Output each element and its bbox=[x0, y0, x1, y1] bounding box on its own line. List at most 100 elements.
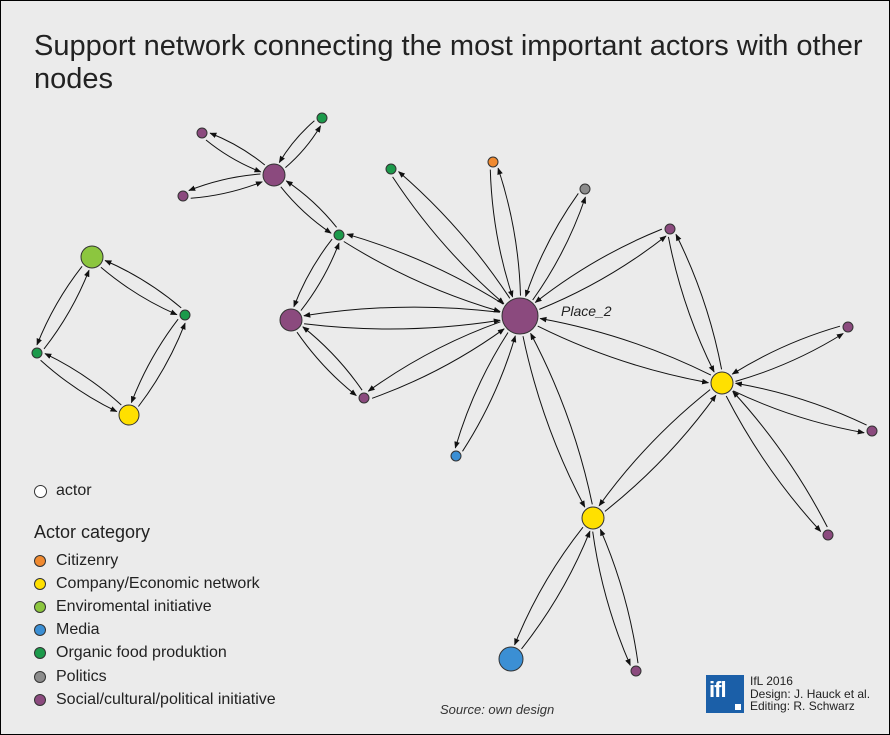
edge-media1-to-place2 bbox=[462, 335, 517, 452]
node-media1 bbox=[450, 450, 462, 462]
edge-compR-to-place2 bbox=[539, 316, 712, 376]
legend-item-media: Media bbox=[34, 619, 276, 642]
edge-hubA-to-org3 bbox=[285, 125, 322, 168]
node-hubA bbox=[262, 163, 286, 187]
legend-item-label: Organic food produktion bbox=[56, 644, 227, 662]
legend-item-label: Citizenry bbox=[56, 551, 119, 569]
citizenry-dot-icon bbox=[34, 554, 46, 567]
edge-s7-to-compB bbox=[599, 528, 639, 664]
edge-place2-to-org4 bbox=[346, 233, 504, 305]
legend-item-label: Social/cultural/political initiative bbox=[56, 690, 276, 708]
legend-category-list: Citizenry Company/Economic network Envir… bbox=[34, 549, 276, 711]
node-comp1 bbox=[118, 404, 140, 426]
edge-compR-to-s6 bbox=[725, 395, 822, 533]
legend-category-title: Actor category bbox=[34, 522, 151, 542]
edge-org4-to-sLeft bbox=[293, 238, 333, 308]
place-2-label: Place_2 bbox=[561, 303, 612, 319]
edge-sBottom-to-sLeft bbox=[302, 326, 363, 391]
edge-s6-to-compR bbox=[732, 390, 828, 528]
logo-text: ifl bbox=[709, 677, 727, 702]
edge-org4-to-place2 bbox=[343, 241, 501, 313]
edge-comp1-to-org2 bbox=[138, 322, 186, 407]
legend-item-organic: Organic food produktion bbox=[34, 642, 276, 665]
edge-s3-to-compR bbox=[667, 236, 715, 373]
node-s3 bbox=[664, 223, 676, 235]
credits-line-1: IfL 2016 bbox=[750, 674, 793, 688]
credits-line-3: Editing: R. Schwarz bbox=[750, 699, 855, 713]
edge-s4-to-compR bbox=[731, 325, 841, 375]
legend-item-label: Company/Economic network bbox=[56, 574, 260, 592]
edge-media2-to-compB bbox=[521, 530, 591, 650]
edge-compR-to-compB bbox=[598, 389, 711, 507]
node-s4 bbox=[842, 321, 854, 333]
credits: IfL 2016 Design: J. Hauck et al. Editing… bbox=[750, 675, 870, 713]
edge-hubA-to-org4 bbox=[280, 186, 332, 234]
edge-sBottom-to-place2 bbox=[371, 328, 505, 399]
node-env1 bbox=[80, 245, 104, 269]
environmental-dot-icon bbox=[34, 600, 46, 613]
legend-item-label: Enviromental initiative bbox=[56, 597, 212, 615]
edge-org2-to-comp1 bbox=[130, 318, 179, 404]
edge-hubA-to-s1 bbox=[209, 132, 266, 166]
node-pol1 bbox=[579, 183, 591, 195]
edge-place2-to-compB bbox=[522, 336, 586, 508]
ifl-logo: ifl bbox=[706, 675, 744, 713]
legend-item-citizenry: Citizenry bbox=[34, 549, 276, 572]
edge-sLeft-to-place2 bbox=[304, 318, 501, 330]
edge-org5-to-place2 bbox=[392, 176, 505, 305]
node-s5 bbox=[866, 425, 878, 437]
legend-item-company: Company/Economic network bbox=[34, 572, 276, 595]
edge-s3-to-place2 bbox=[534, 228, 663, 303]
node-s2 bbox=[177, 190, 189, 202]
legend-actor-row: actor bbox=[34, 480, 276, 502]
node-compR bbox=[710, 371, 734, 395]
node-media2 bbox=[498, 646, 524, 672]
figure-title: Support network connecting the most impo… bbox=[34, 30, 863, 95]
edge-org3-to-hubA bbox=[278, 120, 315, 164]
legend-actor-label: actor bbox=[56, 482, 92, 499]
edge-place2-to-cit1 bbox=[497, 167, 521, 296]
edge-comp1-to-org1 bbox=[44, 353, 122, 406]
company-dot-icon bbox=[34, 577, 46, 590]
politics-dot-icon bbox=[34, 670, 46, 683]
edge-pol1-to-place2 bbox=[524, 193, 579, 298]
edge-place2-to-s3 bbox=[539, 235, 667, 310]
node-s6 bbox=[822, 529, 834, 541]
edge-org1-to-comp1 bbox=[40, 359, 118, 413]
node-s1 bbox=[196, 127, 208, 139]
edge-compR-to-s5 bbox=[732, 390, 865, 435]
edge-org2-to-env1 bbox=[104, 260, 182, 309]
edge-compR-to-s3 bbox=[675, 233, 723, 370]
edge-place2-to-sLeft bbox=[303, 306, 500, 318]
legend: actor Actor category Citizenry Company/E… bbox=[34, 480, 276, 711]
node-sBottom bbox=[358, 392, 370, 404]
edge-compB-to-media2 bbox=[514, 526, 584, 646]
edge-org4-to-hubA bbox=[285, 180, 337, 228]
node-s7 bbox=[630, 665, 642, 677]
media-dot-icon bbox=[34, 624, 46, 637]
logo-square-icon bbox=[735, 704, 741, 710]
edge-compR-to-s4 bbox=[735, 333, 844, 382]
node-place2 bbox=[501, 297, 539, 335]
node-org1 bbox=[31, 347, 43, 359]
organic-dot-icon bbox=[34, 647, 46, 660]
legend-item-label: Media bbox=[56, 621, 100, 639]
legend-item-label: Politics bbox=[56, 667, 107, 685]
node-sLeft bbox=[279, 308, 303, 332]
edge-place2-to-org5 bbox=[398, 171, 511, 299]
edge-place2-to-sBottom bbox=[367, 321, 501, 392]
edge-place2-to-compR bbox=[537, 325, 710, 385]
node-cit1 bbox=[487, 156, 499, 168]
actor-symbol-icon bbox=[34, 484, 47, 498]
node-compB bbox=[581, 506, 605, 530]
node-org2 bbox=[179, 309, 191, 321]
node-org4 bbox=[333, 229, 345, 241]
edge-place2-to-pol1 bbox=[532, 196, 587, 301]
edge-s1-to-hubA bbox=[205, 139, 262, 173]
edge-env1-to-org1 bbox=[36, 265, 83, 346]
legend-item-environmental: Enviromental initiative bbox=[34, 595, 276, 618]
edge-compB-to-compR bbox=[604, 394, 717, 512]
node-org5 bbox=[385, 163, 397, 175]
